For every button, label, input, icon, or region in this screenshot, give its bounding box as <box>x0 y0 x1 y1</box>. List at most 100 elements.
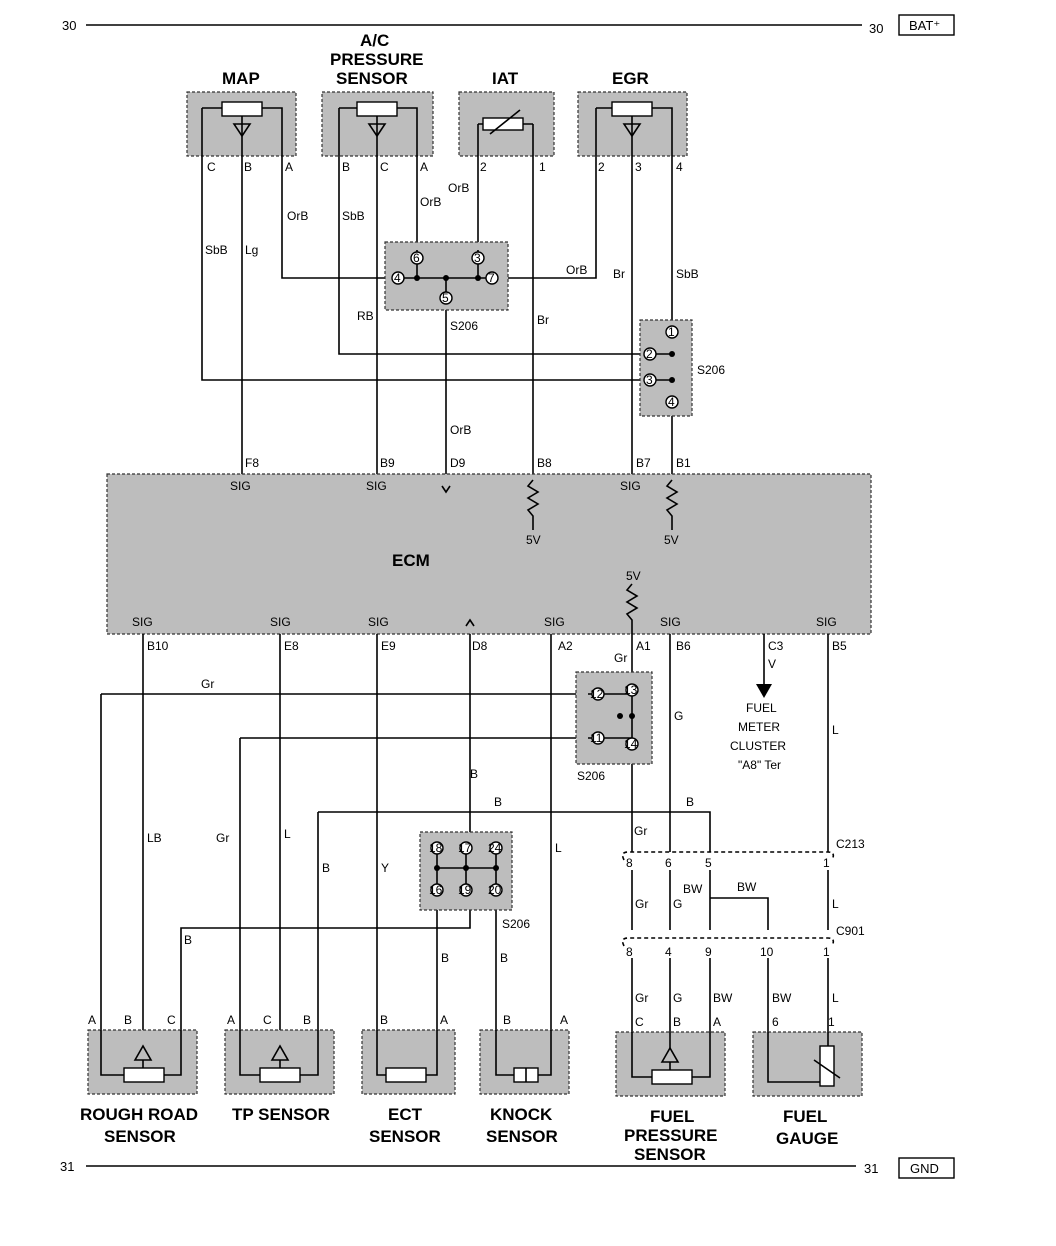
splice-a-pin-6: 6 <box>413 251 420 265</box>
ect-title-2: SENSOR <box>369 1127 441 1146</box>
rough-pin-c: C <box>167 1013 176 1027</box>
ecm-pin-b8: B8 <box>537 456 552 470</box>
knock-sensor: B A KNOCK SENSOR <box>479 1013 570 1146</box>
ecm-pin-d9: D9 <box>450 456 466 470</box>
wire-gr-top: Gr <box>201 677 214 691</box>
gauge-pin-6: 6 <box>772 1015 779 1029</box>
map-title: MAP <box>222 69 260 88</box>
c901-pin-10: 10 <box>760 945 774 959</box>
wire-rb: RB <box>357 309 374 323</box>
ecm-5v-b8: 5V <box>526 533 541 547</box>
c901-label: C901 <box>836 924 865 938</box>
knock-pin-a: A <box>560 1013 568 1027</box>
ac-pin-a: A <box>420 160 428 174</box>
splice-b-pin-1: 1 <box>668 325 675 339</box>
wire-b-rough: B <box>184 933 192 947</box>
ecm-module: ECM F8 B9 D9 B8 B7 B1 SIG SIG SIG 5V 5V … <box>106 456 872 653</box>
knock-title-2: SENSOR <box>486 1127 558 1146</box>
ac-title-3: SENSOR <box>336 69 408 88</box>
wire-l-tp: L <box>284 827 291 841</box>
map-pin-c: C <box>207 160 216 174</box>
c213-pin-6: 6 <box>665 856 672 870</box>
tp-pin-a: A <box>227 1013 235 1027</box>
bat-rail: 30 30 BAT⁺ <box>62 14 955 36</box>
fuel-gauge: 6 1 FUEL GAUGE <box>752 1015 863 1148</box>
c901-pin-8: 8 <box>626 945 633 959</box>
ecm-sig-e8: SIG <box>270 615 291 629</box>
ect-sensor: B A ECT SENSOR <box>361 1013 456 1146</box>
splice-c-pin-13: 13 <box>624 683 638 697</box>
connector-c213: 8 6 5 1 C213 <box>621 837 865 870</box>
wire-orb-d9: OrB <box>450 423 471 437</box>
ect-title-1: ECT <box>388 1105 423 1124</box>
splice-a-label: S206 <box>450 319 478 333</box>
iat-sensor: IAT 2 1 <box>458 69 555 174</box>
egr-sensor: EGR 2 3 4 <box>577 69 688 174</box>
wire-br-egr: Br <box>613 267 625 281</box>
rough-road-sensor: A B C ROUGH ROAD SENSOR <box>80 1013 198 1146</box>
c213-label: C213 <box>836 837 865 851</box>
wire-b-tp: B <box>322 861 330 875</box>
wire-b-bus-right: B <box>686 795 694 809</box>
ecm-sig-f8: SIG <box>230 479 251 493</box>
ecm-sig-b9: SIG <box>366 479 387 493</box>
egr-pin-4: 4 <box>676 160 683 174</box>
tp-title: TP SENSOR <box>232 1105 330 1124</box>
ecm-pin-e8: E8 <box>284 639 299 653</box>
c213-pin-5: 5 <box>705 856 712 870</box>
splice-a-pin-4: 4 <box>394 271 401 285</box>
wire-bw-mid-1: BW <box>683 882 703 896</box>
ecm-pin-b7: B7 <box>636 456 651 470</box>
splice-d-pin-19: 19 <box>458 883 472 897</box>
splice-b-pin-4: 4 <box>668 395 675 409</box>
fuelp-pin-c: C <box>635 1015 644 1029</box>
map-pin-b: B <box>244 160 252 174</box>
map-pin-a: A <box>285 160 293 174</box>
splice-d-label: S206 <box>502 917 530 931</box>
fuelp-title-3: SENSOR <box>634 1145 706 1164</box>
wire-y-ect: Y <box>381 861 389 875</box>
wire-g-b6: G <box>674 709 683 723</box>
splice-c-pin-11: 11 <box>590 731 603 745</box>
ecm-pin-a1: A1 <box>636 639 651 653</box>
wire-g-low: G <box>673 991 682 1005</box>
splice-a-pin-5: 5 <box>442 291 449 305</box>
splice-s206-c: 12 13 11 14 S206 <box>575 671 653 783</box>
fuelp-title-1: FUEL <box>650 1107 694 1126</box>
fuel-pressure-sensor: C B A FUEL PRESSURE SENSOR <box>615 1015 726 1164</box>
ac-pin-b: B <box>342 160 350 174</box>
ecm-pin-f8: F8 <box>245 456 259 470</box>
c901-pin-1: 1 <box>823 945 830 959</box>
ecm-5v-b1: 5V <box>664 533 679 547</box>
egr-title: EGR <box>612 69 649 88</box>
gauge-title-1: FUEL <box>783 1107 827 1126</box>
wire-lb: LB <box>147 831 162 845</box>
map-sensor: MAP C B A <box>186 69 297 174</box>
iat-title: IAT <box>492 69 519 88</box>
wire-l-low: L <box>832 991 839 1005</box>
wire-gr-a1: Gr <box>614 651 627 665</box>
splice-a-pin-7: 7 <box>488 271 495 285</box>
splice-d-pin-18: 18 <box>429 841 443 855</box>
iat-pin-2: 2 <box>480 160 487 174</box>
rough-pin-b: B <box>124 1013 132 1027</box>
wire-gr-mid: Gr <box>635 897 648 911</box>
splice-b-pin-3: 3 <box>646 373 653 387</box>
wire-gr-c213: Gr <box>634 824 647 838</box>
bottom-wiring <box>100 634 829 1050</box>
ect-pin-b: B <box>380 1013 388 1027</box>
ac-pin-c: C <box>380 160 389 174</box>
ecm-5v-a1: 5V <box>626 569 641 583</box>
wire-sbb-egr: SbB <box>676 267 699 281</box>
splice-d-pin-24: 24 <box>488 841 502 855</box>
ecm-sig-b5: SIG <box>816 615 837 629</box>
top-wiring <box>201 158 673 474</box>
splice-b-pin-2: 2 <box>646 347 653 361</box>
wire-b-bus-left: B <box>494 795 502 809</box>
wire-sbb-ac-b: SbB <box>342 209 365 223</box>
ecm-sig-b7: SIG <box>620 479 641 493</box>
ecm-pin-b9: B9 <box>380 456 395 470</box>
fuelp-title-2: PRESSURE <box>624 1126 718 1145</box>
ecm-pin-c3: C3 <box>768 639 784 653</box>
c213-pin-1: 1 <box>823 856 830 870</box>
